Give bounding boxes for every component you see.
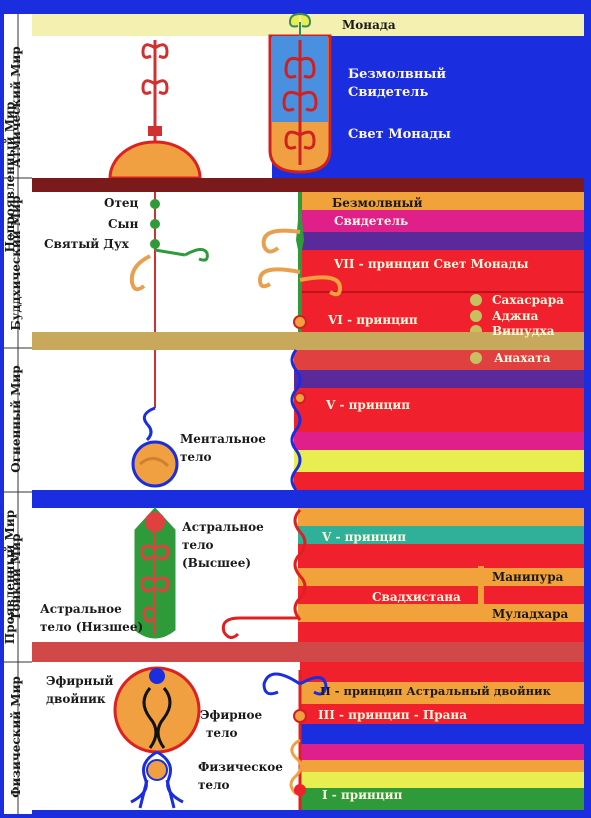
label-principle-6: VI - принцип [328,313,418,327]
buddhic-white-area [32,192,302,332]
label-etheric-double-2: двойник [46,692,106,706]
label-mental-body-2: тело [180,450,212,464]
label-father: Отец [104,196,139,210]
label-principle-3: III - принцип - Прана [318,708,467,722]
label-principle-2: II - принцип Астральный двойник [320,684,551,698]
world-label-fiery: Огненный Мир [9,365,23,473]
label-ajna: Аджна [492,309,539,323]
label-anahata: Анахата [494,351,551,365]
label-astral-high-2: тело [182,538,214,552]
label-sahasrara: Сахасрара [492,293,564,307]
label-astral-high-3: (Высшее) [182,556,251,570]
label-principle-1: I - принцип [322,788,403,802]
maroon-divider [32,178,584,192]
label-mental-body-1: Ментальное [180,432,266,446]
label-astral-low-1: Астральное [40,602,122,616]
label-monad-light: Свет Монады [348,127,451,142]
label-manipura: Манипура [492,570,564,584]
label-astral-low-2: тело (Низшее) [40,620,144,634]
label-silent-witness-2: Свидетель [348,85,429,100]
label-physical-body-2: тело [198,778,230,792]
label-holy-spirit: Святый Дух [44,237,129,251]
label-principle-7: VII - принцип Свет Монады [334,257,529,271]
label-etheric-body-2: тело [206,726,238,740]
label-physical-body-1: Физическое [198,760,283,774]
label-etheric-body-1: Эфирное [200,708,263,722]
label-svadhisthana: Свадхистана [372,590,461,604]
group-label-manifested: Проявленный Мир [3,509,17,645]
red-divider [32,642,584,662]
label-silent-witness-1: Безмолвный [348,67,447,82]
label-astral-high-1: Астральное [182,520,264,534]
label-principle-5-subtle: V - принцип [322,530,407,544]
label-vishuddha: Вишудха [492,324,555,338]
blue-divider [32,490,584,508]
world-label-physical: Физический Мир [9,676,23,798]
mental-body-sphere [131,440,179,488]
label-monad: Монада [342,18,396,32]
label-son: Сын [108,217,139,231]
group-label-unmanifested: Непроявленный Мир [3,101,17,253]
label-muladhara: Муладхара [492,607,569,621]
label-silent-witness-b2: Свидетель [334,214,409,228]
label-silent-witness-b1: Безмолвный [332,196,423,210]
atmic-half-sun [108,140,202,180]
gold-divider [32,332,584,350]
label-etheric-double-1: Эфирный [46,674,114,688]
label-principle-5-fiery: V - принцип [326,398,411,412]
